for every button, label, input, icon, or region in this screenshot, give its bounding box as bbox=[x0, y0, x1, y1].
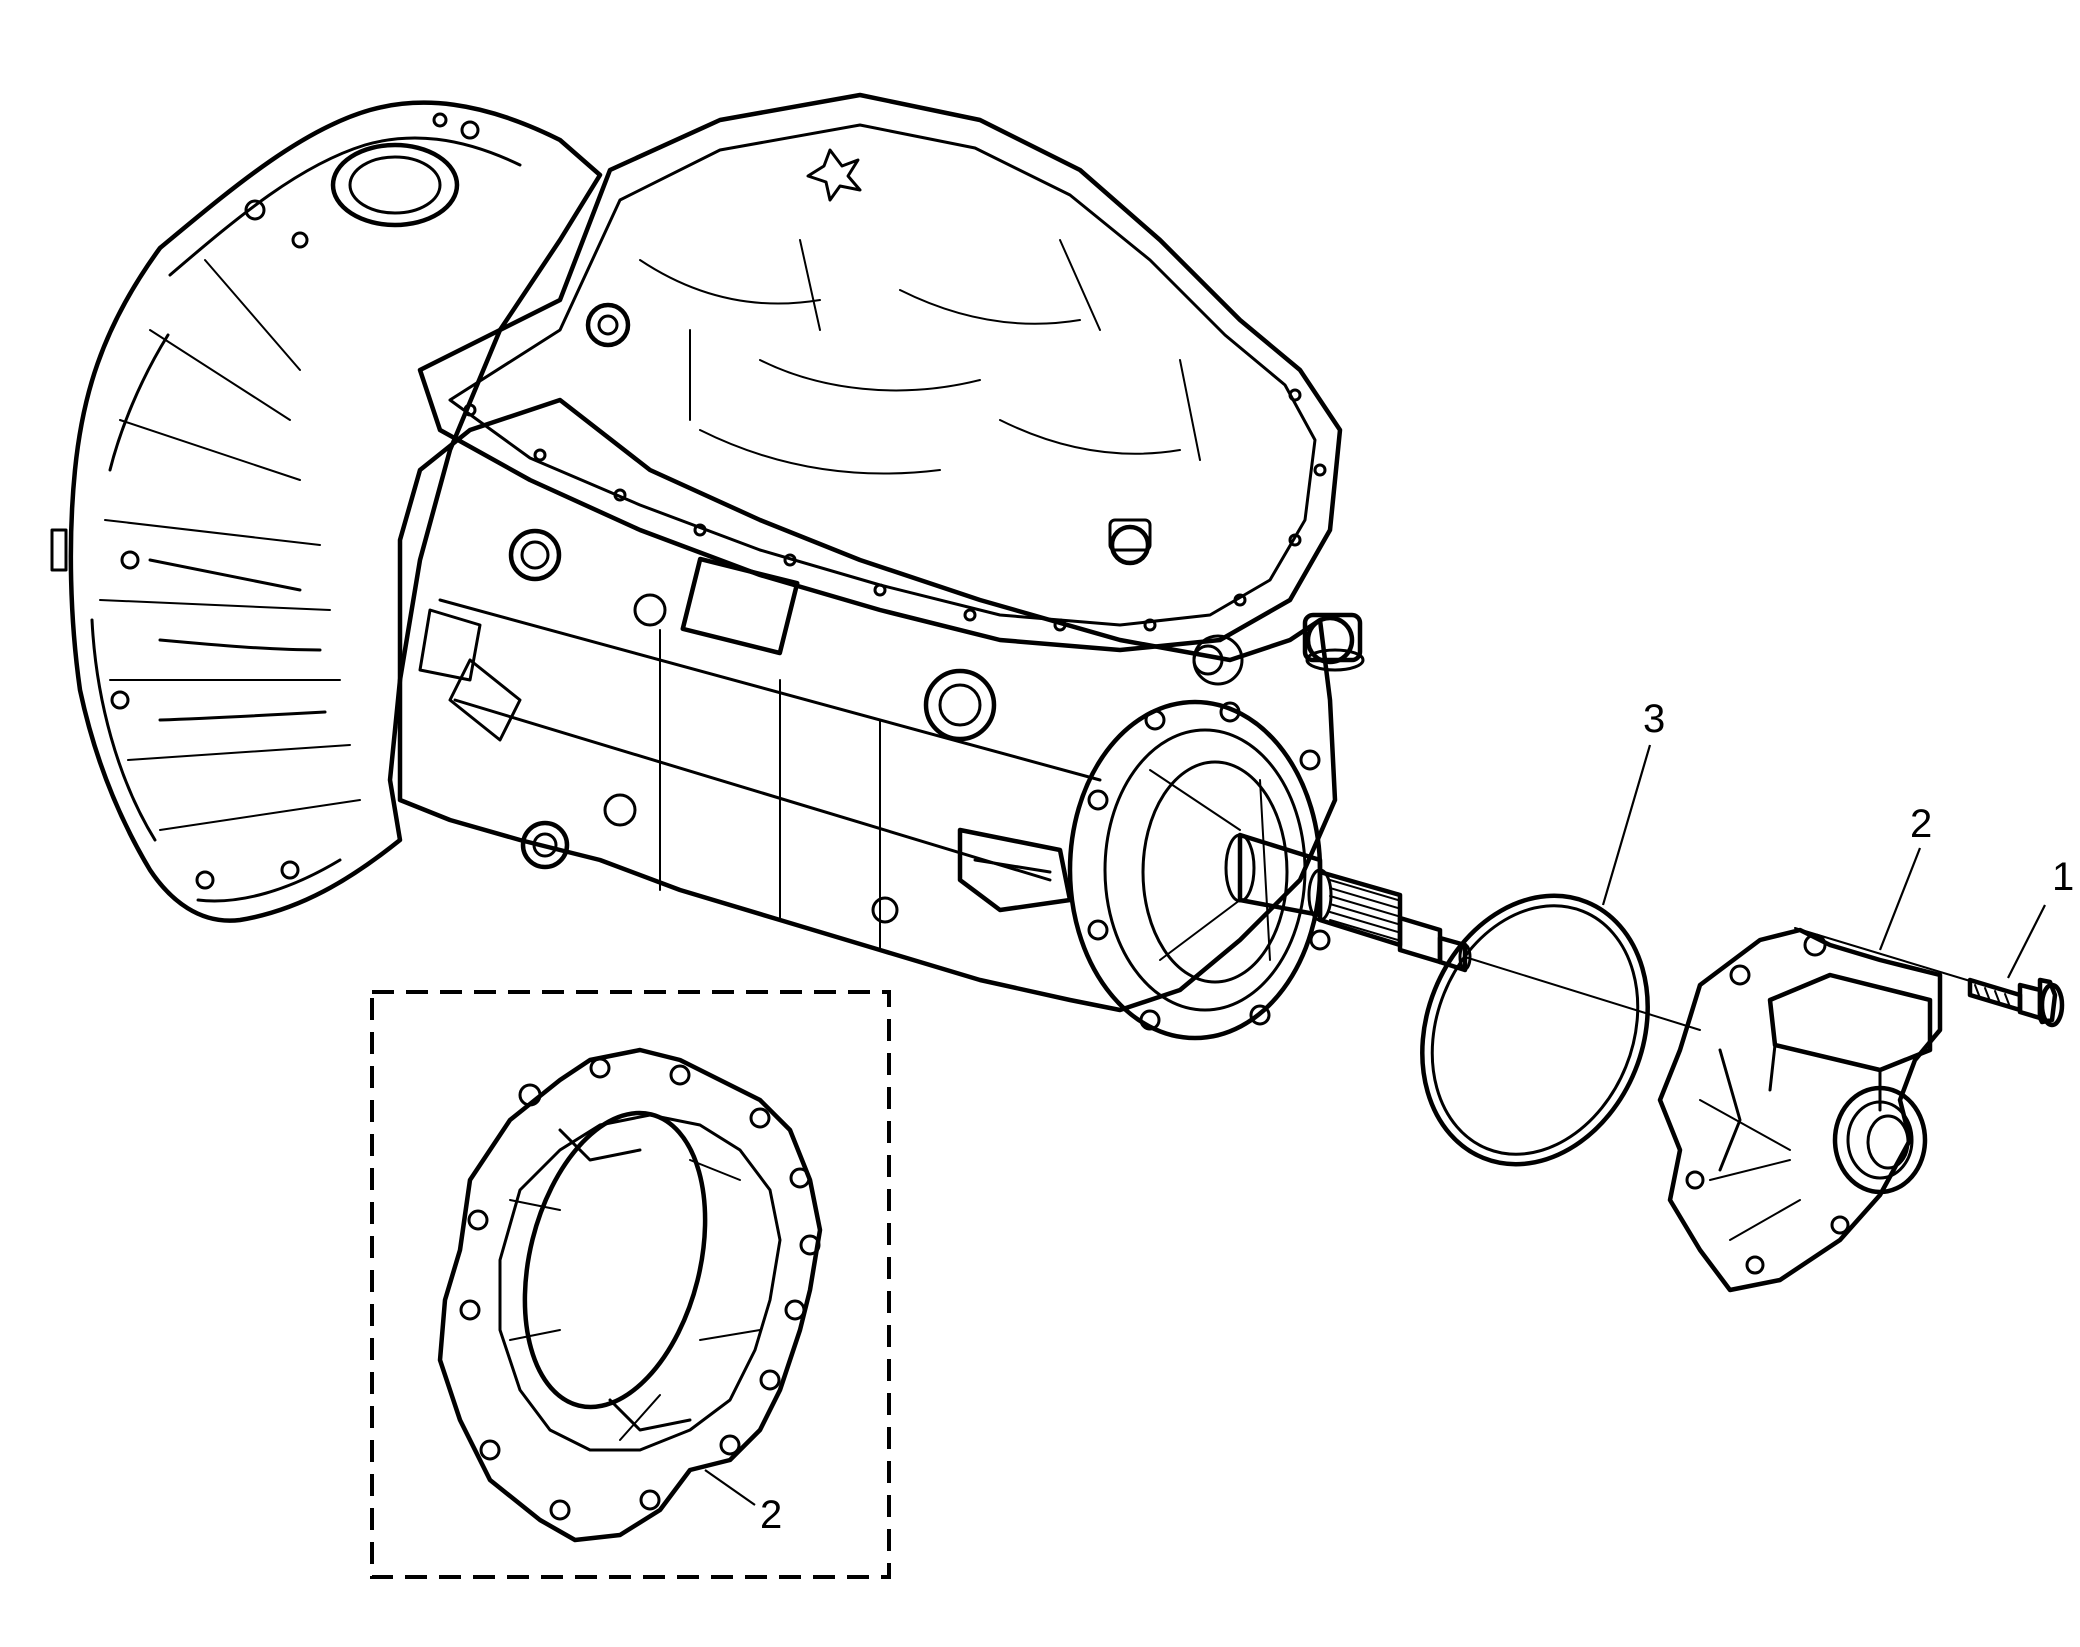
transmission-assembly bbox=[50, 92, 1472, 1041]
bolt bbox=[1967, 977, 2065, 1028]
bolt-axis-line bbox=[1794, 927, 2001, 991]
callout-2-inset: 2 bbox=[760, 1493, 782, 1537]
leader-1 bbox=[2007, 904, 2046, 979]
inset-dashed-border bbox=[370, 990, 891, 1579]
callout-leaders bbox=[704, 744, 2046, 1506]
callout-labels: 1 2 3 2 bbox=[760, 697, 2074, 1537]
leader-2 bbox=[1878, 847, 1922, 951]
leader-3 bbox=[1601, 744, 1652, 906]
axis-centerline bbox=[1464, 956, 1701, 1031]
output-shaft-splines bbox=[1329, 879, 1399, 941]
rear-flange bbox=[1067, 699, 1331, 1041]
leader-2-inset bbox=[704, 1469, 756, 1506]
o-ring-seal bbox=[1420, 893, 1650, 1167]
output-shaft bbox=[1224, 832, 1472, 973]
extension-housing bbox=[1657, 927, 1943, 1293]
side-plug bbox=[1302, 612, 1365, 672]
alternate-extension-housing bbox=[437, 1047, 823, 1543]
inset-alternate-housing bbox=[370, 990, 891, 1579]
callout-2: 2 bbox=[1910, 802, 1932, 846]
callout-3: 3 bbox=[1643, 697, 1665, 741]
callout-1: 1 bbox=[2052, 855, 2074, 899]
top-cover bbox=[417, 92, 1343, 653]
bell-housing bbox=[50, 100, 603, 923]
